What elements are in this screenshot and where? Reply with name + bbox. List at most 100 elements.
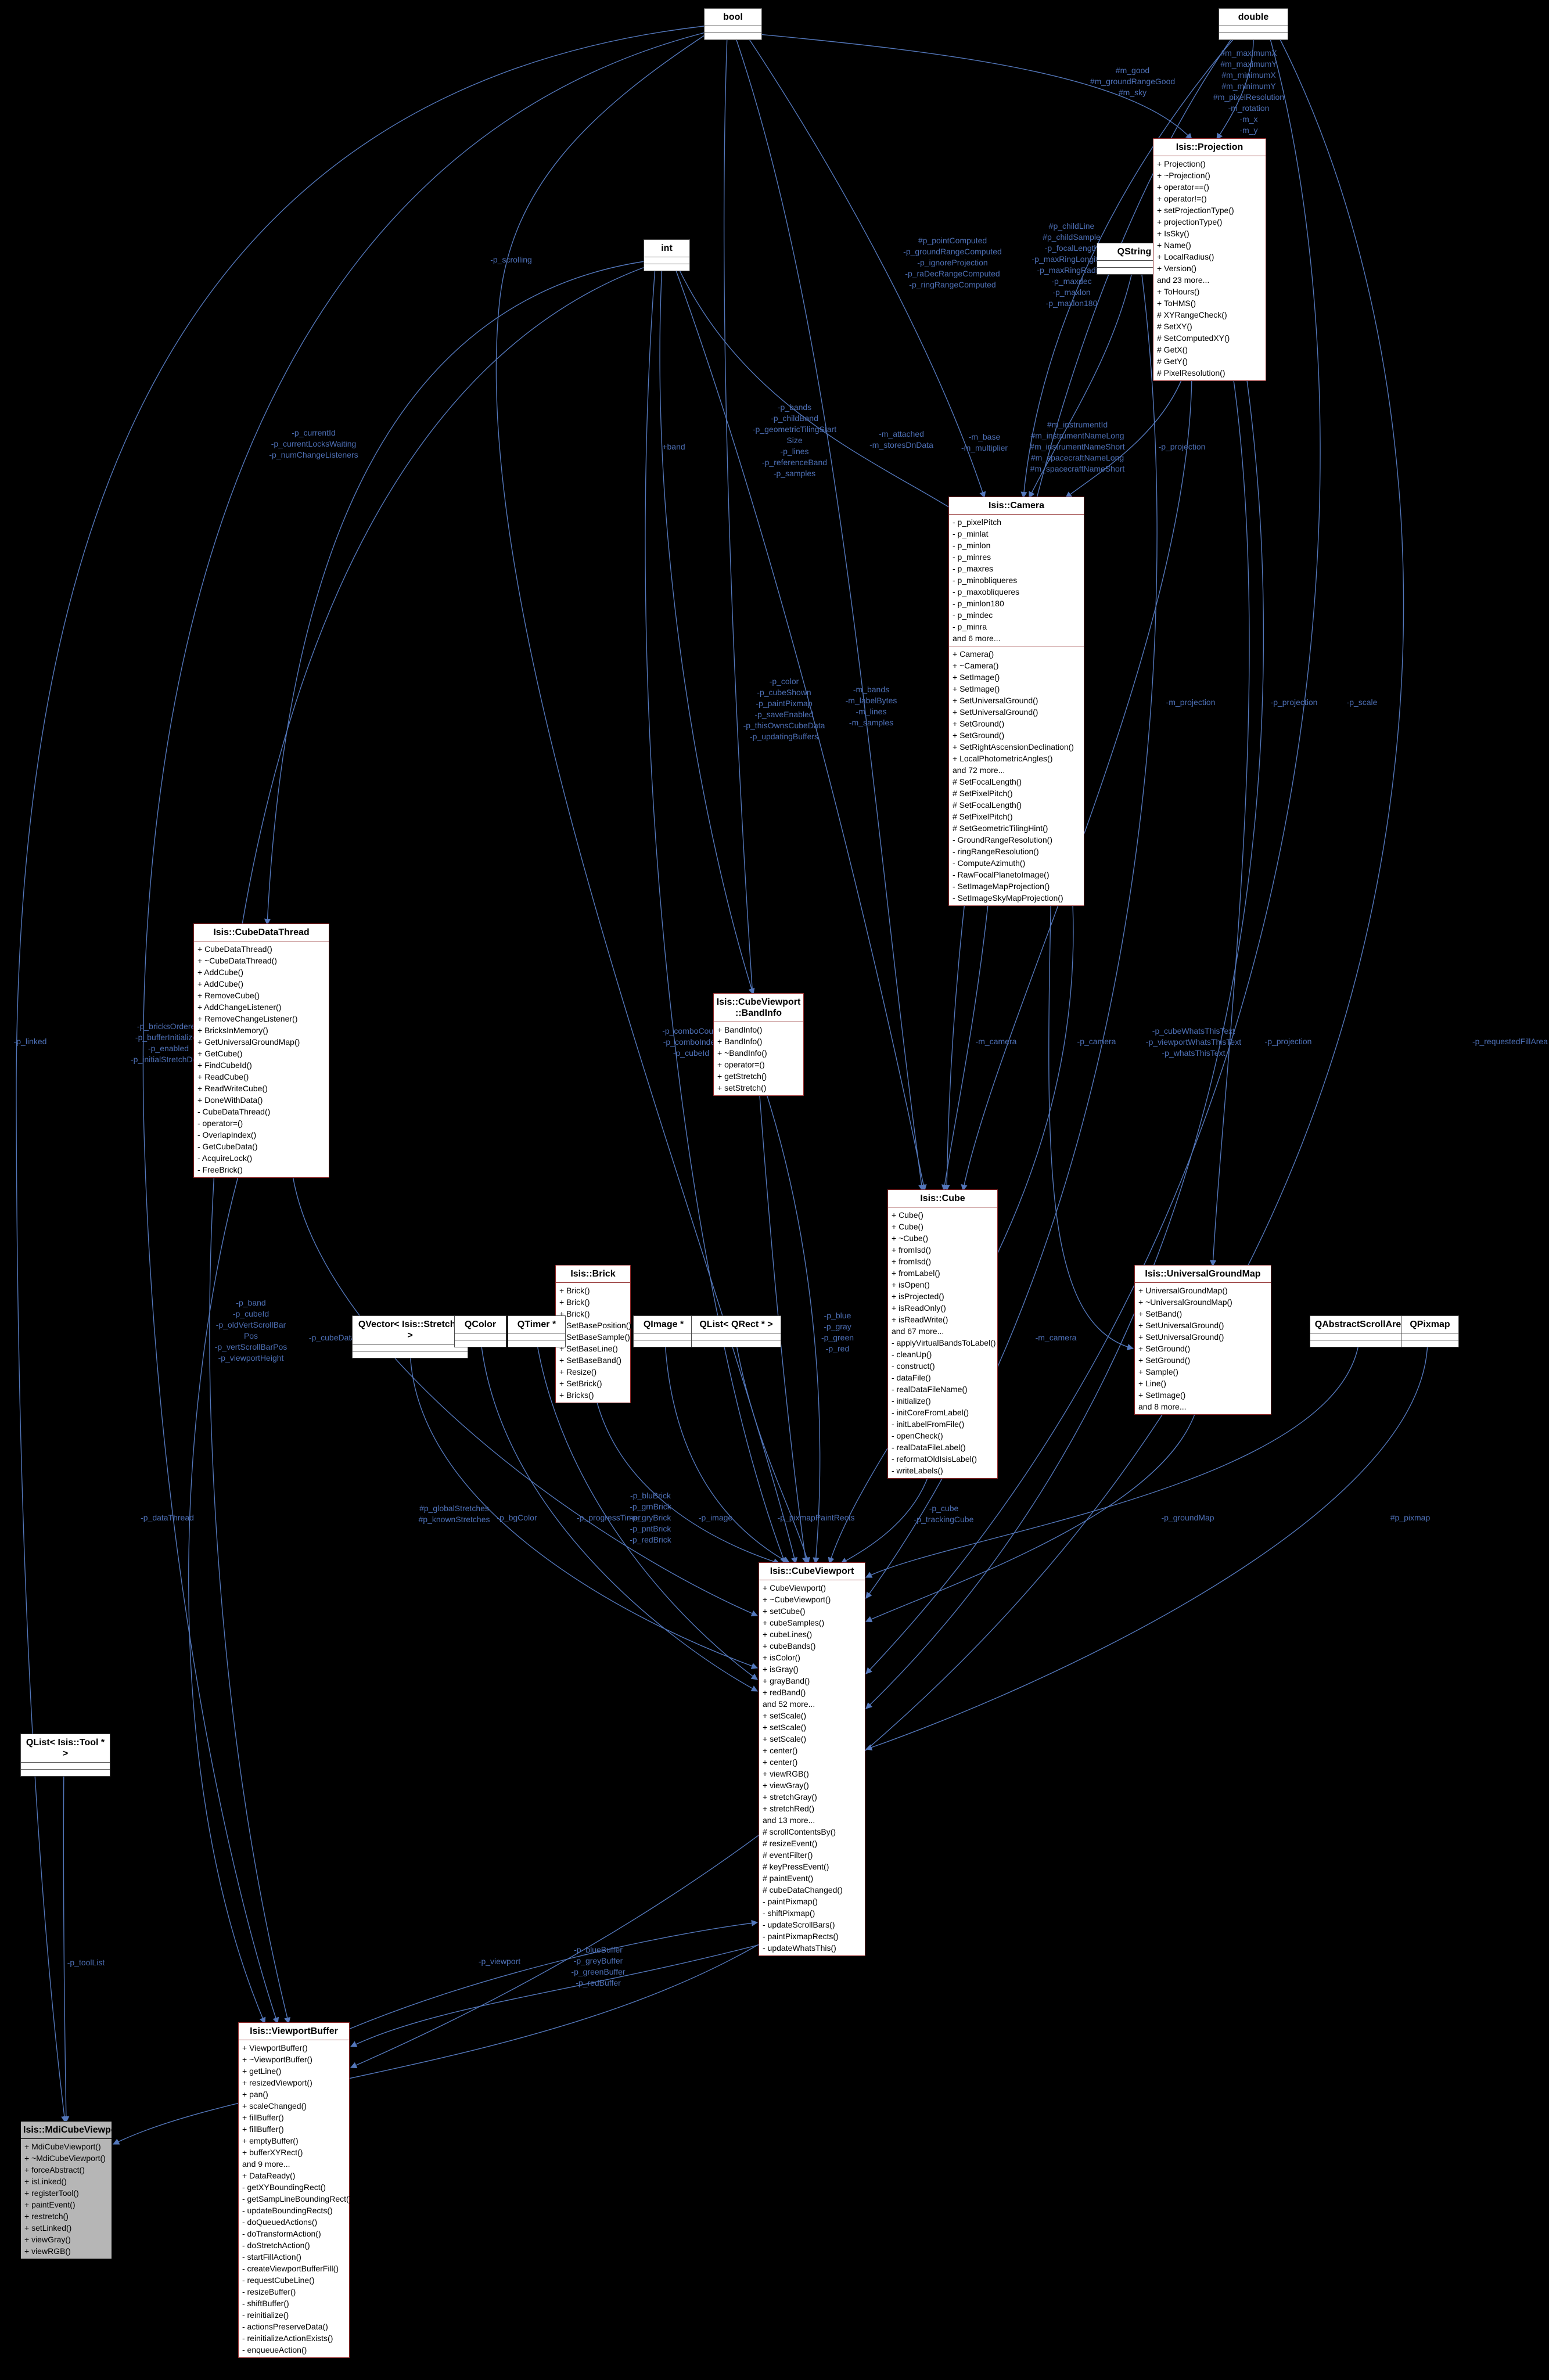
empty-compartment: [1401, 1340, 1458, 1347]
edge-label-29: #p_globalStretches #p_knownStretches: [418, 1504, 490, 1524]
member-row: + AddCube(): [197, 979, 243, 988]
class-title-isis-cube-data-thread: Isis::CubeDataThread: [213, 927, 310, 937]
member-section-0: + CubeViewport()+ ~CubeViewport()+ setCu…: [759, 1580, 865, 1955]
member-row: + center(): [763, 1757, 798, 1767]
edge-qpixmap-cubeviewport: [865, 1341, 1428, 1751]
class-title-isis-cube: Isis::Cube: [920, 1193, 965, 1203]
member-section-1: + Camera()+ ~Camera()+ SetImage()+ SetIm…: [949, 646, 1084, 905]
member-row: + Name(): [1157, 240, 1191, 250]
node-isis-mdi-cube-viewport[interactable]: Isis::MdiCubeViewport+ MdiCubeViewport()…: [20, 2121, 123, 2259]
edge-projection-cubeviewport: [865, 371, 1264, 1709]
edge-label-24: -p_bricksOrdered -p_bufferInitialized -p…: [131, 1022, 206, 1064]
empty-compartment: [634, 1333, 693, 1340]
node-isis-viewport-buffer[interactable]: Isis::ViewportBuffer+ ViewportBuffer()+ …: [238, 2022, 352, 2358]
edge-int-cubedatathread: [264, 261, 645, 926]
node-isis-brick[interactable]: Isis::Brick+ Brick()+ Brick()+ Brick()+ …: [555, 1265, 631, 1403]
member-section-0: + Cube()+ Cube()+ ~Cube()+ fromIsd()+ fr…: [888, 1207, 997, 1478]
empty-compartment: [1310, 1340, 1411, 1347]
node-qpixmap: QPixmap: [1401, 1315, 1459, 1347]
member-row: + viewRGB(): [24, 2246, 71, 2256]
empty-compartment: [644, 264, 689, 271]
member-row: + SetUniversalGround(): [1138, 1321, 1224, 1330]
member-row: + isProjected(): [892, 1292, 944, 1301]
node-isis-cube-viewport[interactable]: Isis::CubeViewport+ CubeViewport()+ ~Cub…: [759, 1562, 865, 1956]
member-row: + redBand(): [763, 1688, 806, 1697]
empty-compartment: [508, 1340, 565, 1347]
class-title-bandinfo: Isis::CubeViewport ::BandInfo: [716, 997, 801, 1018]
member-row: and 8 more...: [1138, 1402, 1187, 1411]
edge-label-33: -p_image: [698, 1513, 733, 1522]
empty-compartment: [21, 1762, 110, 1769]
member-row: + grayBand(): [763, 1676, 810, 1685]
class-title-qstring: QString: [1117, 247, 1152, 257]
member-row: + Sample(): [1138, 1367, 1178, 1376]
empty-compartment: [634, 1340, 693, 1347]
member-row: + pan(): [242, 2090, 268, 2099]
node-qimage: QImage *: [633, 1315, 694, 1347]
member-row: + ~BandInfo(): [717, 1048, 767, 1058]
node-isis-projection[interactable]: Isis::Projection+ Projection()+ ~Project…: [1153, 138, 1266, 381]
class-title-qimage: QImage *: [643, 1320, 684, 1329]
node-qvector-stretch: QVector< Isis::Stretch * >: [352, 1315, 468, 1358]
member-row: + setProjectionType(): [1157, 206, 1234, 215]
member-row: - GetCubeData(): [197, 1142, 258, 1151]
node-isis-camera[interactable]: Isis::Camera- p_pixelPitch- p_minlat- p_…: [948, 497, 1084, 906]
member-row: + ~CubeViewport(): [763, 1595, 831, 1604]
edge-label-12: -p_color -p_cubeShown -p_paintPixmap -p_…: [743, 677, 825, 741]
node-bandinfo[interactable]: Isis::CubeViewport ::BandInfo+ BandInfo(…: [713, 993, 804, 1096]
node-isis-universal-ground-map[interactable]: Isis::UniversalGroundMap+ UniversalGroun…: [1134, 1265, 1271, 1415]
member-row: + DoneWithData(): [197, 1095, 263, 1105]
class-title-isis-camera: Isis::Camera: [988, 501, 1045, 510]
edge-bool-projection: [732, 31, 1192, 140]
member-row: - updateScrollBars(): [763, 1920, 835, 1929]
member-row: + ~UniversalGroundMap(): [1138, 1297, 1232, 1307]
member-row: + LocalPhotometricAngles(): [953, 754, 1053, 763]
member-row: + SetImage(): [953, 684, 1000, 693]
edge-camera-cube: [941, 882, 991, 1192]
member-section-0: + Brick()+ Brick()+ Brick()+ SetBasePosi…: [556, 1282, 631, 1403]
edge-projection-groundmap: [1209, 371, 1250, 1267]
member-row: + ~MdiCubeViewport(): [24, 2153, 106, 2163]
empty-compartment: [455, 1340, 506, 1347]
member-row: + Camera(): [953, 649, 994, 659]
node-isis-cube-data-thread[interactable]: Isis::CubeDataThread+ CubeDataThread()+ …: [193, 923, 329, 1178]
edge-int-camera: [676, 264, 956, 512]
empty-compartment: [508, 1333, 565, 1340]
member-row: + DataReady(): [242, 2171, 296, 2180]
member-row: + LocalRadius(): [1157, 252, 1214, 261]
member-row: + operator=(): [717, 1060, 765, 1069]
member-section-0: + Projection()+ ~Projection()+ operator=…: [1153, 156, 1266, 380]
edge-int-viewportbuffer: [209, 267, 645, 2025]
edge-label-40: -p_viewport: [478, 1957, 521, 1966]
edge-label-14: -m_projection: [1166, 698, 1216, 707]
edge-label-21: -p_projection: [1264, 1037, 1312, 1046]
member-row: + Resize(): [559, 1367, 597, 1376]
member-row: - GroundRangeResolution(): [953, 835, 1052, 844]
member-row: - getSampLineBoundingRect(): [242, 2194, 352, 2203]
member-row: + fromLabel(): [892, 1268, 940, 1278]
class-title-isis-viewport-buffer: Isis::ViewportBuffer: [250, 2026, 338, 2036]
member-row: + fillBuffer(): [242, 2124, 284, 2134]
edge-label-27: -p_blue -p_gray -p_green -p_red: [821, 1311, 854, 1353]
empty-compartment: [353, 1344, 468, 1351]
edge-label-31: -p_progressTimer: [577, 1513, 641, 1522]
edge-projection-cube: [961, 371, 1192, 1192]
empty-compartment: [1219, 26, 1288, 33]
edge-qlistqrect-cubeviewport: [735, 1341, 810, 1565]
member-row: - operator=(): [197, 1119, 243, 1128]
member-row: + MdiCubeViewport(): [24, 2142, 101, 2151]
node-bool: bool: [704, 8, 762, 40]
class-title-qlist-qrect: QList< QRect * >: [699, 1320, 773, 1329]
member-row: - p_minlat: [953, 529, 989, 538]
empty-compartment: [1097, 267, 1171, 274]
member-row: + SetUniversalGround(): [953, 707, 1038, 717]
member-row: - getXYBoundingRect(): [242, 2183, 326, 2192]
edge-label-17: -p_comboCount -p_comboIndex -p_cubeId: [662, 1026, 720, 1058]
member-row: + SetImage(): [1138, 1390, 1186, 1400]
empty-compartment: [1310, 1333, 1411, 1340]
member-row: - updateWhatsThis(): [763, 1943, 836, 1953]
member-row: # SetComputedXY(): [1157, 333, 1230, 343]
node-isis-cube[interactable]: Isis::Cube+ Cube()+ Cube()+ ~Cube()+ fro…: [887, 1189, 998, 1479]
node-qabstractscrollarea: QAbstractScrollArea: [1310, 1315, 1411, 1347]
member-section-0: - p_pixelPitch- p_minlat- p_minlon- p_mi…: [949, 514, 1084, 646]
